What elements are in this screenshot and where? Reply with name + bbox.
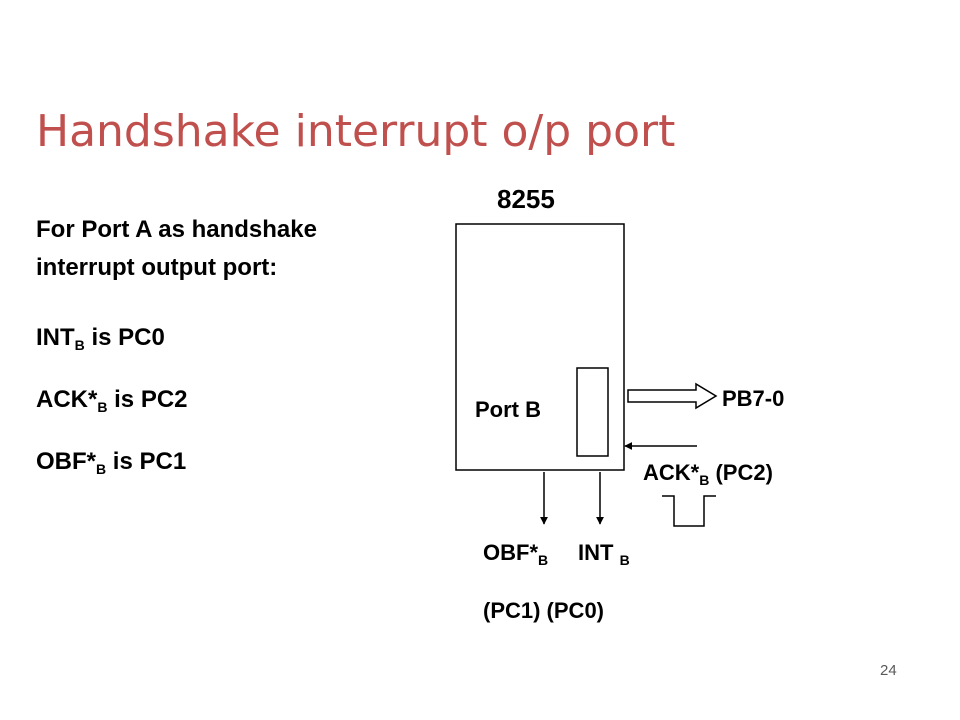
ack-label: ACK*B (PC2) — [643, 460, 773, 488]
slide-title: Handshake interrupt o/p port — [36, 106, 676, 157]
int-b-mapping: INTB is PC0 — [36, 324, 165, 353]
obf-b-mapping: OBF*B is PC1 — [36, 448, 187, 477]
page-number: 24 — [880, 662, 897, 679]
ack-pulse-waveform — [662, 495, 716, 527]
intro-line-1: For Port A as handshake — [36, 216, 317, 243]
port-b-latch — [576, 367, 609, 457]
bottom-pin-labels: (PC1) (PC0) — [483, 598, 605, 623]
port-b-label: Port B — [475, 397, 541, 422]
pb-bus-arrow — [627, 382, 718, 410]
int-label: INT B — [578, 540, 630, 568]
obf-label: OBF*B — [483, 540, 549, 568]
pb-bus-label: PB7-0 — [722, 386, 785, 411]
intro-line-2: interrupt output port: — [36, 254, 278, 281]
ack-b-mapping: ACK*B is PC2 — [36, 386, 188, 415]
chip-label: 8255 — [497, 184, 555, 214]
